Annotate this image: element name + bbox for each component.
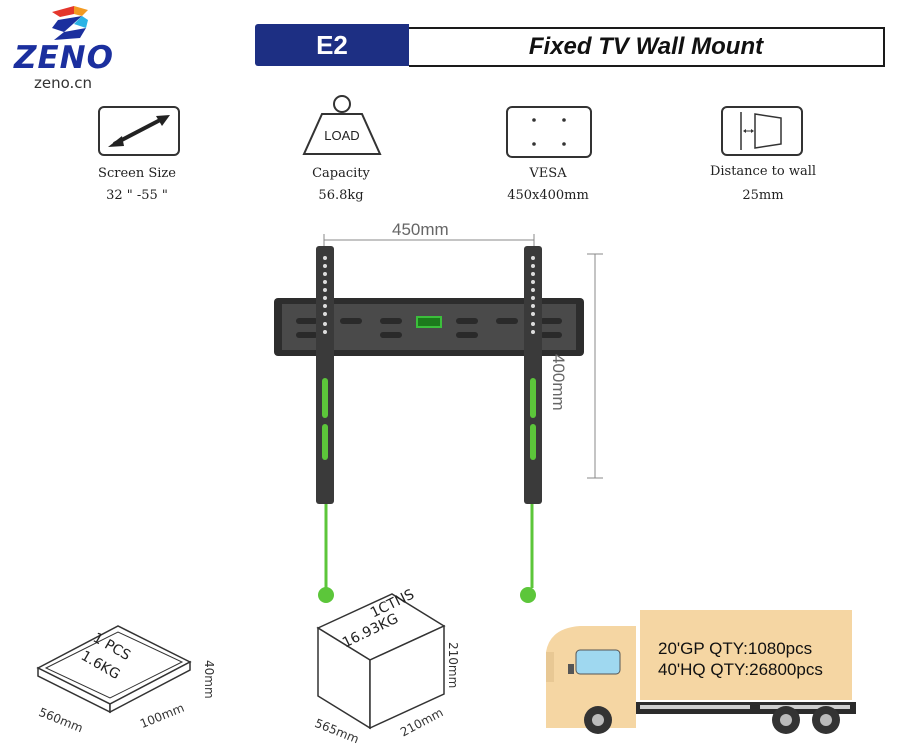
screen-size-icon-box [98, 106, 180, 156]
width-dimension-label: 450mm [392, 220, 449, 239]
shipping-40hq-qty: 40'HQ QTY:26800pcs [658, 660, 823, 679]
spec-vesa-value: 450x400mm [507, 188, 589, 203]
load-icon-text: LOAD [324, 128, 359, 143]
spec-distance-label: Distance to wall [709, 164, 817, 179]
spec-capacity-value: 56.8kg [318, 188, 364, 203]
carton-box [316, 593, 446, 730]
single-package-box [36, 625, 192, 714]
spec-screen-size-value: 32 " -55 " [106, 188, 168, 203]
product-title: Fixed TV Wall Mount [409, 27, 885, 67]
truck-icon [546, 610, 856, 734]
zeno-logo-icon [52, 6, 88, 40]
height-dimension-label: 400mm [549, 354, 568, 411]
spec-capacity-label: Capacity [312, 166, 370, 181]
load-weight-icon: LOAD [302, 95, 382, 155]
brand-name: ZENO [14, 40, 114, 76]
wall-distance-icon [721, 106, 803, 156]
vesa-holes-icon [506, 106, 592, 158]
spec-distance-value: 25mm [742, 188, 784, 203]
spec-vesa-label: VESA [529, 166, 567, 181]
carton-height: 210mm [446, 642, 460, 689]
diagonal-arrow-icon [108, 115, 170, 147]
shipping-20gp-qty: 20'GP QTY:1080pcs [658, 639, 813, 658]
model-badge: E2 [255, 24, 409, 66]
wall-mount-illustration [274, 234, 603, 603]
single-pack-height: 40mm [202, 660, 216, 699]
brand-url: zeno.cn [34, 74, 93, 92]
spec-screen-size-label: Screen Size [98, 166, 176, 181]
